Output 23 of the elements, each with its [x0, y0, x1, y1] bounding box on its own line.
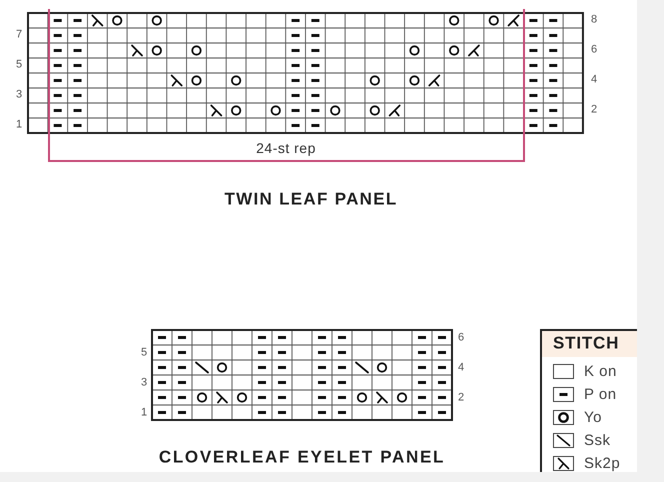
row-number: 3 [140, 378, 148, 388]
row-number: 5 [16, 60, 22, 70]
legend-label: Yo [584, 410, 602, 424]
row-number: 6 [590, 44, 598, 56]
row-number: 4 [590, 74, 598, 86]
row-number: 3 [16, 90, 22, 100]
row-number: 7 [16, 30, 22, 40]
legend-label: P on [584, 386, 617, 402]
row-number: 1 [140, 408, 148, 418]
panel-title: CLOVERLEAF EYELET PANEL [158, 448, 446, 466]
legend-label: Ssk [584, 432, 611, 448]
row-number: 6 [458, 332, 464, 344]
panel-title: TWIN LEAF PANEL [224, 190, 398, 208]
row-number: 4 [458, 362, 464, 374]
row-number: 5 [140, 348, 148, 358]
row-number: 2 [590, 104, 598, 116]
repeat-label: 24-st rep [256, 141, 316, 155]
row-number: 1 [16, 120, 22, 130]
legend-label: Sk2p [584, 456, 620, 470]
legend-title: STITCH [553, 334, 620, 352]
row-number: 8 [590, 14, 598, 26]
row-number: 2 [458, 392, 464, 404]
legend-label: K on [584, 364, 617, 378]
